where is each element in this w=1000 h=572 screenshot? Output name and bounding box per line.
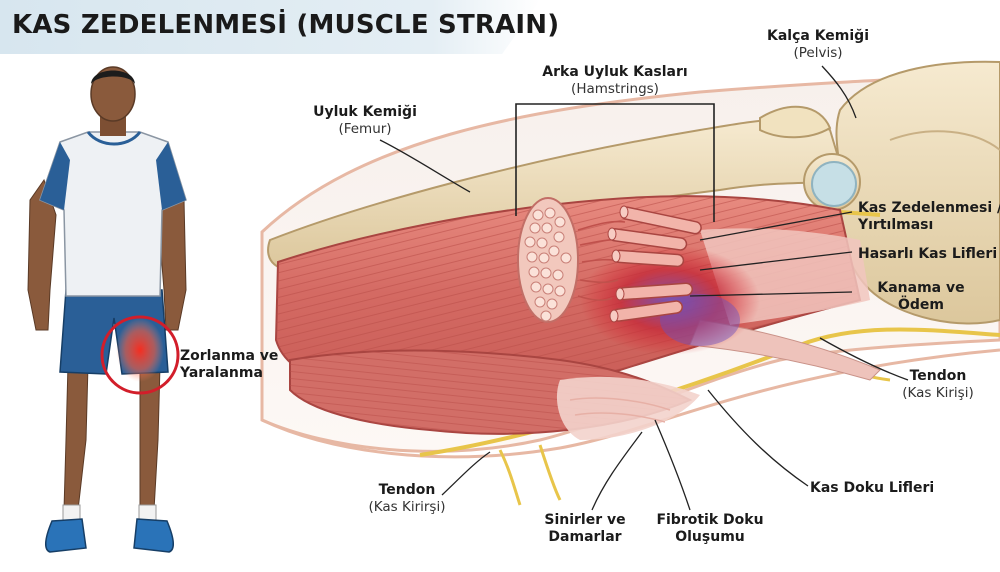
label-bleeding-line2: Ödem — [897, 297, 944, 313]
label-strain-line2: Yırtılması — [858, 217, 934, 233]
leader-nerves — [591, 431, 643, 511]
label-pelvis-sub: (Pelvis) — [793, 45, 843, 61]
leader-strain — [699, 211, 853, 241]
page-title: KAS ZEDELENMESİ (MUSCLE STRAIN) — [12, 10, 560, 40]
athlete-figure — [27, 66, 187, 553]
leader-fibrotic — [654, 419, 691, 511]
label-bleeding-line1: Kanama ve — [877, 280, 965, 296]
figure-strain-label: Zorlanma ve Yaralanma — [180, 348, 278, 382]
label-strain-line1: Kas Zedelenmesi / — [858, 200, 1000, 216]
label-muscle-fibers: Kas Doku Lifleri — [810, 480, 934, 497]
leader-muscle-fibers — [707, 389, 809, 487]
label-tendon-left: Tendon (Kas Kirirşi) — [352, 482, 462, 516]
label-tendon-left-main: Tendon — [378, 482, 436, 498]
leader-femur — [379, 139, 471, 193]
label-fibrotic-line2: Oluşumu — [675, 529, 745, 545]
leg-anatomy — [260, 60, 1000, 506]
label-hamstrings-main: Arka Uyluk Kasları — [542, 64, 688, 80]
leader-tendon-right — [819, 337, 909, 381]
label-femur-sub: (Femur) — [338, 121, 392, 137]
label-nerves-line1: Sinirler ve — [544, 512, 626, 528]
label-bleeding: Kanama ve Ödem — [866, 280, 976, 314]
leader-lines — [379, 65, 909, 511]
figure-strain-line2: Yaralanma — [180, 365, 263, 381]
label-tendon-right: Tendon (Kas Kirişi) — [880, 368, 996, 402]
figure-strain-line1: Zorlanma ve — [180, 348, 279, 364]
label-tendon-right-main: Tendon — [909, 368, 967, 384]
label-hamstrings-sub: (Hamstrings) — [571, 81, 659, 97]
label-nerves: Sinirler ve Damarlar — [530, 512, 640, 546]
label-hamstrings: Arka Uyluk Kasları (Hamstrings) — [530, 64, 700, 98]
label-pelvis-main: Kalça Kemiği — [766, 28, 870, 44]
label-fibrotic-line1: Fibrotik Doku — [656, 512, 764, 528]
label-femur: Uyluk Kemiği (Femur) — [300, 104, 430, 138]
label-damaged-fibers: Hasarlı Kas Lifleri — [858, 246, 997, 263]
label-nerves-line2: Damarlar — [548, 529, 622, 545]
leader-tendon-left — [441, 451, 491, 496]
label-muscle-fibers-main: Kas Doku Lifleri — [810, 480, 935, 496]
label-tendon-left-sub: (Kas Kirirşi) — [368, 499, 446, 515]
label-tendon-right-sub: (Kas Kirişi) — [902, 385, 974, 401]
label-strain: Kas Zedelenmesi / Yırtılması — [858, 200, 1000, 234]
label-fibrotic: Fibrotik Doku Oluşumu — [650, 512, 770, 546]
leader-damaged-fibers — [699, 251, 853, 271]
label-damaged-fibers-main: Hasarlı Kas Lifleri — [858, 246, 998, 262]
label-femur-main: Uyluk Kemiği — [313, 104, 417, 120]
label-pelvis: Kalça Kemiği (Pelvis) — [748, 28, 888, 62]
title-banner — [0, 0, 540, 54]
leader-pelvis — [821, 65, 857, 119]
leader-bleeding — [689, 291, 853, 297]
